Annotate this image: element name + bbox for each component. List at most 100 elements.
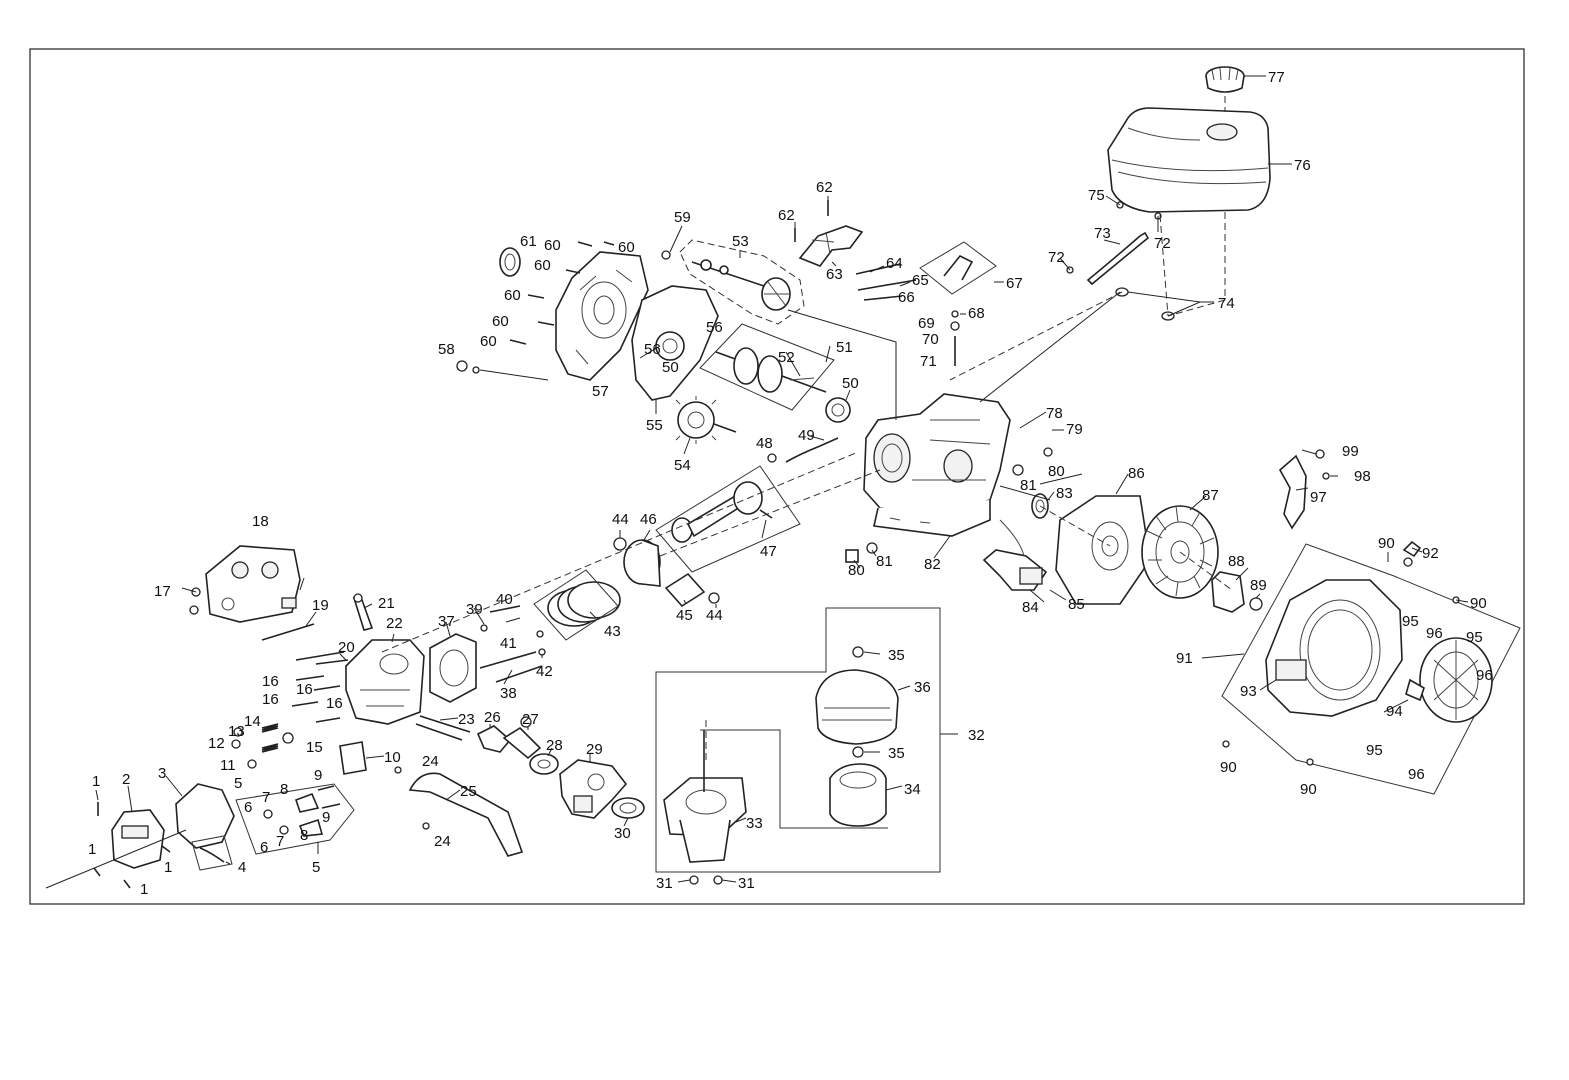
callout-13: 13	[228, 723, 245, 740]
callout-6b: 6	[260, 839, 268, 856]
callout-67: 67	[1006, 275, 1023, 292]
valve-cover-2	[111, 809, 165, 869]
callout-95c: 95	[1366, 742, 1383, 759]
callout-95a: 95	[1402, 613, 1419, 630]
connecting-rod-47	[671, 481, 773, 543]
callout-39: 39	[466, 601, 483, 618]
ring-group-box	[533, 569, 619, 641]
callout-60e: 60	[492, 313, 509, 330]
crankcase-cover	[555, 251, 649, 381]
callout-36: 36	[914, 679, 931, 696]
callout-8a: 8	[280, 781, 288, 798]
callout-90c: 90	[1220, 759, 1237, 776]
callout-28: 28	[546, 737, 563, 754]
callout-52: 52	[778, 349, 795, 366]
head-bolts-38-40	[479, 605, 546, 683]
gasket-30	[611, 797, 645, 819]
callout-16b: 16	[296, 681, 313, 698]
callout-83: 83	[1056, 485, 1073, 502]
callout-56a: 56	[706, 319, 723, 336]
leader-lines	[95, 75, 1469, 883]
callout-20: 20	[338, 639, 355, 656]
gasket-3	[175, 783, 235, 849]
callout-49: 49	[798, 427, 815, 444]
callout-90a: 90	[1378, 535, 1395, 552]
diagram-frame	[29, 48, 1525, 905]
callout-22: 22	[386, 615, 403, 632]
callout-77: 77	[1268, 69, 1285, 86]
callout-9a: 9	[314, 767, 322, 784]
callout-98: 98	[1354, 468, 1371, 485]
bearing-50	[825, 397, 851, 423]
callout-1d: 1	[140, 881, 148, 898]
callout-68: 68	[968, 305, 985, 322]
callout-93: 93	[1240, 683, 1257, 700]
fan-cover-91	[1265, 579, 1403, 717]
callout-18: 18	[252, 513, 269, 530]
callout-2: 2	[122, 771, 130, 788]
head-bolts-16	[291, 675, 341, 723]
callout-75: 75	[1088, 187, 1105, 204]
callout-81b: 81	[876, 553, 893, 570]
bolt-59	[661, 250, 671, 260]
valve-retainers-11-13	[231, 727, 257, 769]
callout-80a: 80	[1048, 463, 1065, 480]
camshaft-group-outline	[679, 239, 805, 325]
callout-11: 11	[220, 757, 236, 774]
gasket-55	[631, 285, 719, 401]
callout-5a: 5	[234, 775, 242, 792]
callout-29: 29	[586, 741, 603, 758]
callout-60a: 60	[544, 237, 561, 254]
head-cover-18	[205, 545, 301, 623]
handle-97	[1278, 449, 1330, 530]
callout-96a: 96	[1426, 625, 1443, 642]
callout-35a: 35	[888, 647, 905, 664]
air-filter-group-box	[655, 607, 941, 873]
breather-tube-4	[191, 835, 233, 871]
callout-21: 21	[378, 595, 395, 612]
callout-24b: 24	[434, 833, 451, 850]
callout-60f: 60	[480, 333, 497, 350]
callout-32: 32	[968, 727, 985, 744]
callout-3: 3	[158, 765, 166, 782]
callout-7a: 7	[262, 789, 270, 806]
governor-shaft-parts	[950, 310, 960, 366]
callout-9b: 9	[322, 809, 330, 826]
callout-78: 78	[1046, 405, 1063, 422]
callout-58: 58	[438, 341, 455, 358]
cylinder-head-22	[345, 639, 425, 725]
callout-55: 55	[646, 417, 663, 434]
callout-51: 51	[836, 339, 853, 356]
callout-47: 47	[760, 543, 777, 560]
callout-66: 66	[898, 289, 915, 306]
camshaft-gear-54	[675, 396, 737, 444]
air-filter-inner-line	[700, 729, 888, 829]
callout-8b: 8	[300, 827, 308, 844]
callout-82: 82	[924, 556, 941, 573]
air-filter-element-36	[815, 669, 899, 745]
callout-94: 94	[1386, 703, 1403, 720]
callout-33: 33	[746, 815, 763, 832]
callout-96c: 96	[1408, 766, 1425, 783]
callout-65: 65	[912, 272, 929, 289]
callout-60b: 60	[618, 239, 635, 256]
recoil-starter-94	[1405, 637, 1493, 723]
callout-4: 4	[238, 859, 246, 876]
callout-61: 61	[520, 233, 537, 250]
callout-60d: 60	[504, 287, 521, 304]
callout-60c: 60	[534, 257, 551, 274]
callout-16a: 16	[262, 673, 279, 690]
governor-arm-group-box	[919, 241, 997, 295]
camshaft	[691, 259, 791, 311]
callout-81a: 81	[1020, 477, 1037, 494]
callout-99: 99	[1342, 443, 1359, 460]
fuel-tank	[1107, 107, 1271, 213]
callout-34: 34	[904, 781, 921, 798]
screw-92	[1402, 540, 1422, 558]
callout-95b: 95	[1466, 629, 1483, 646]
callout-97: 97	[1310, 489, 1327, 506]
flywheel-86	[1055, 495, 1151, 605]
callout-59: 59	[674, 209, 691, 226]
oil-seal-61	[499, 247, 521, 277]
callout-70: 70	[922, 331, 939, 348]
